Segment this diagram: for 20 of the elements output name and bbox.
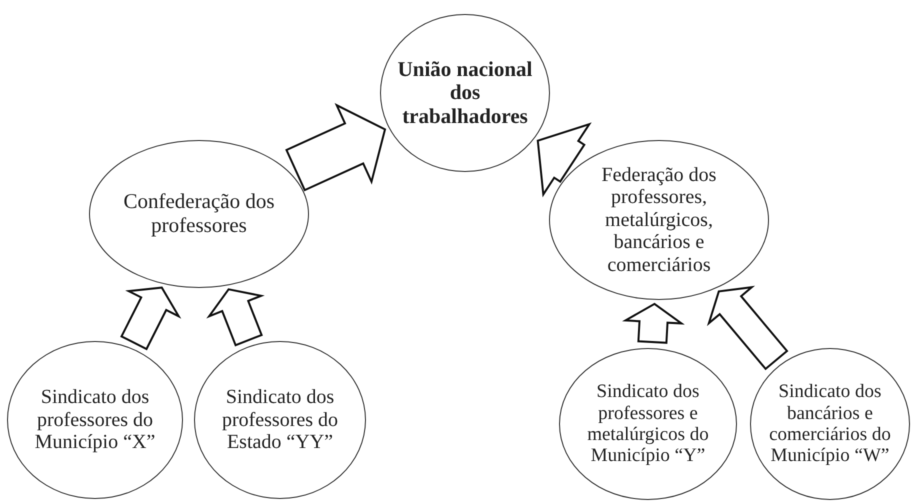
- ellipse-node: [549, 140, 769, 300]
- block-arrow: [206, 288, 265, 346]
- block-arrow: [120, 286, 182, 350]
- ellipse-node: [559, 348, 737, 500]
- ellipse-node: [380, 14, 550, 172]
- block-arrow: [622, 302, 685, 344]
- block-arrow: [536, 122, 592, 198]
- node-label: Sindicato dos professores e metalúrgicos do Município “Y”: [586, 381, 710, 467]
- block-arrow: [285, 103, 386, 192]
- node-label: Confederação dos professores: [122, 190, 276, 238]
- ellipse-node: [750, 348, 910, 500]
- ellipse-node: [89, 140, 309, 288]
- node-label: União nacional dos trabalhadores: [396, 58, 534, 128]
- ellipse-node: [7, 341, 183, 499]
- block-arrow: [706, 286, 788, 370]
- ellipse-node: [194, 341, 366, 499]
- node-label: Sindicato dos professores do Estado “YY”: [220, 386, 340, 454]
- node-label: Sindicato dos professores do Município “X”: [34, 386, 156, 454]
- node-label: Sindicato dos bancários e comerciários do Município “W”: [768, 381, 892, 467]
- node-label: Federação dos professores, metalúrgicos, bancários e comerciários: [600, 164, 718, 276]
